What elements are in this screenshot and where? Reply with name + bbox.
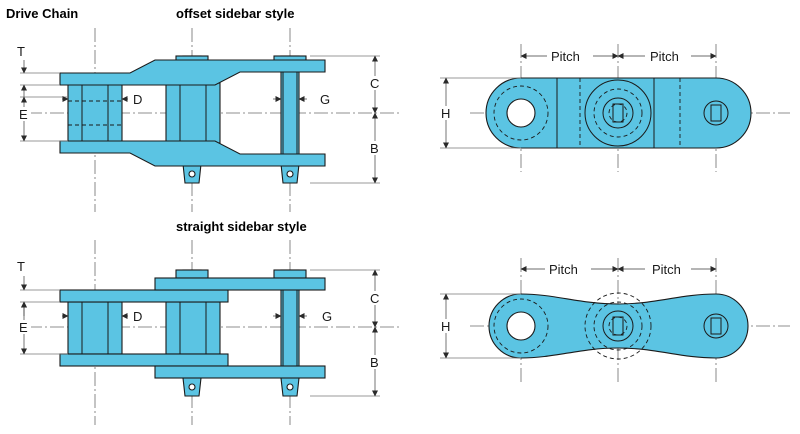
dimension-label-c-2: C xyxy=(370,291,379,306)
straight-sidebar-title: straight sidebar style xyxy=(176,219,307,234)
header-title: Drive Chain xyxy=(6,6,78,21)
dimension-label-b-2: B xyxy=(370,355,379,370)
dimension-label-d-2: D xyxy=(133,309,142,324)
dimension-label-t-2: T xyxy=(17,259,25,274)
dimension-label-g-2: G xyxy=(322,309,332,324)
dimension-label-g: G xyxy=(320,92,330,107)
dimension-label-e-2: E xyxy=(19,320,28,335)
dimension-label-e: E xyxy=(19,107,28,122)
dimension-label-b: B xyxy=(370,141,379,156)
offset-side-view: T E D G C B xyxy=(17,28,400,212)
dimension-label-t: T xyxy=(17,44,25,59)
dimension-label-d: D xyxy=(133,92,142,107)
offset-plate-view: H Pitch Pitch xyxy=(439,44,790,172)
dimension-label-h-2: H xyxy=(441,319,450,334)
straight-plate-view: H Pitch Pitch xyxy=(439,258,790,382)
pitch-label-left-2: Pitch xyxy=(549,262,578,277)
straight-side-view: T E D G C B xyxy=(17,240,400,425)
dimension-label-h: H xyxy=(441,106,450,121)
offset-sidebar-title: offset sidebar style xyxy=(176,6,295,21)
pitch-label-right: Pitch xyxy=(650,49,679,64)
dimension-label-c: C xyxy=(370,76,379,91)
pitch-label-left: Pitch xyxy=(551,49,580,64)
pitch-label-right-2: Pitch xyxy=(652,262,681,277)
